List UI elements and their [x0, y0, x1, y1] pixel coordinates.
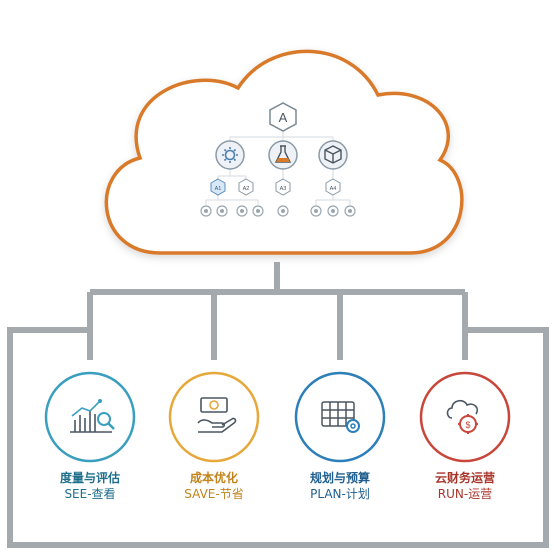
- card-see-title: 度量与评估: [59, 471, 120, 485]
- subnode-a2: A2: [238, 178, 254, 196]
- card-run-title: 云财务运营: [434, 471, 495, 485]
- card-save-caption: 成本优化 SAVE-节省: [154, 470, 274, 502]
- blueprint-gear-icon: [321, 401, 360, 433]
- card-plan-caption: 规划与预算 PLAN-计划: [280, 470, 400, 502]
- card-plan-title: 规划与预算: [309, 471, 370, 485]
- lab-flask-icon: [274, 145, 292, 163]
- card-run: $: [419, 371, 511, 463]
- connector-lines: [7, 262, 549, 548]
- card-save-subtitle: SAVE-节省: [184, 487, 244, 501]
- card-see-caption: 度量与评估 SEE-查看: [30, 470, 150, 502]
- svg-text:A2: A2: [243, 186, 250, 192]
- leaf-nodes: [200, 205, 356, 217]
- subnode-a1: A1: [210, 178, 226, 196]
- package-box-icon: [324, 145, 342, 164]
- service-node-1: [215, 140, 245, 170]
- service-node-3: [318, 140, 348, 170]
- svg-text:A4: A4: [330, 186, 337, 192]
- card-run-caption: 云财务运营 RUN-运营: [405, 470, 525, 502]
- cloud-dollar-gear-icon: $: [446, 399, 479, 434]
- card-plan-ring: [294, 371, 386, 463]
- gear-icon: [222, 147, 238, 163]
- chart-magnifier-icon: [70, 399, 115, 433]
- root-node-label: A: [279, 110, 288, 125]
- subnode-a4: A4: [325, 178, 341, 196]
- svg-text:$: $: [465, 420, 470, 430]
- hand-money-icon: [197, 397, 237, 433]
- card-save: [168, 371, 260, 463]
- svg-text:A1: A1: [215, 186, 222, 192]
- card-save-title: 成本优化: [189, 471, 238, 485]
- subnode-a3: A3: [275, 178, 291, 196]
- card-see-subtitle: SEE-查看: [64, 487, 116, 501]
- card-see: [44, 371, 136, 463]
- root-node-hexagon: [269, 102, 297, 132]
- service-node-2: [268, 140, 298, 170]
- card-plan-subtitle: PLAN-计划: [310, 487, 370, 501]
- outer-frame: [7, 327, 549, 548]
- card-run-subtitle: RUN-运营: [437, 487, 493, 501]
- card-plan: [294, 371, 386, 463]
- hierarchy-tree: A A1: [200, 102, 356, 217]
- card-save-ring: [168, 371, 260, 463]
- svg-text:A3: A3: [280, 186, 287, 192]
